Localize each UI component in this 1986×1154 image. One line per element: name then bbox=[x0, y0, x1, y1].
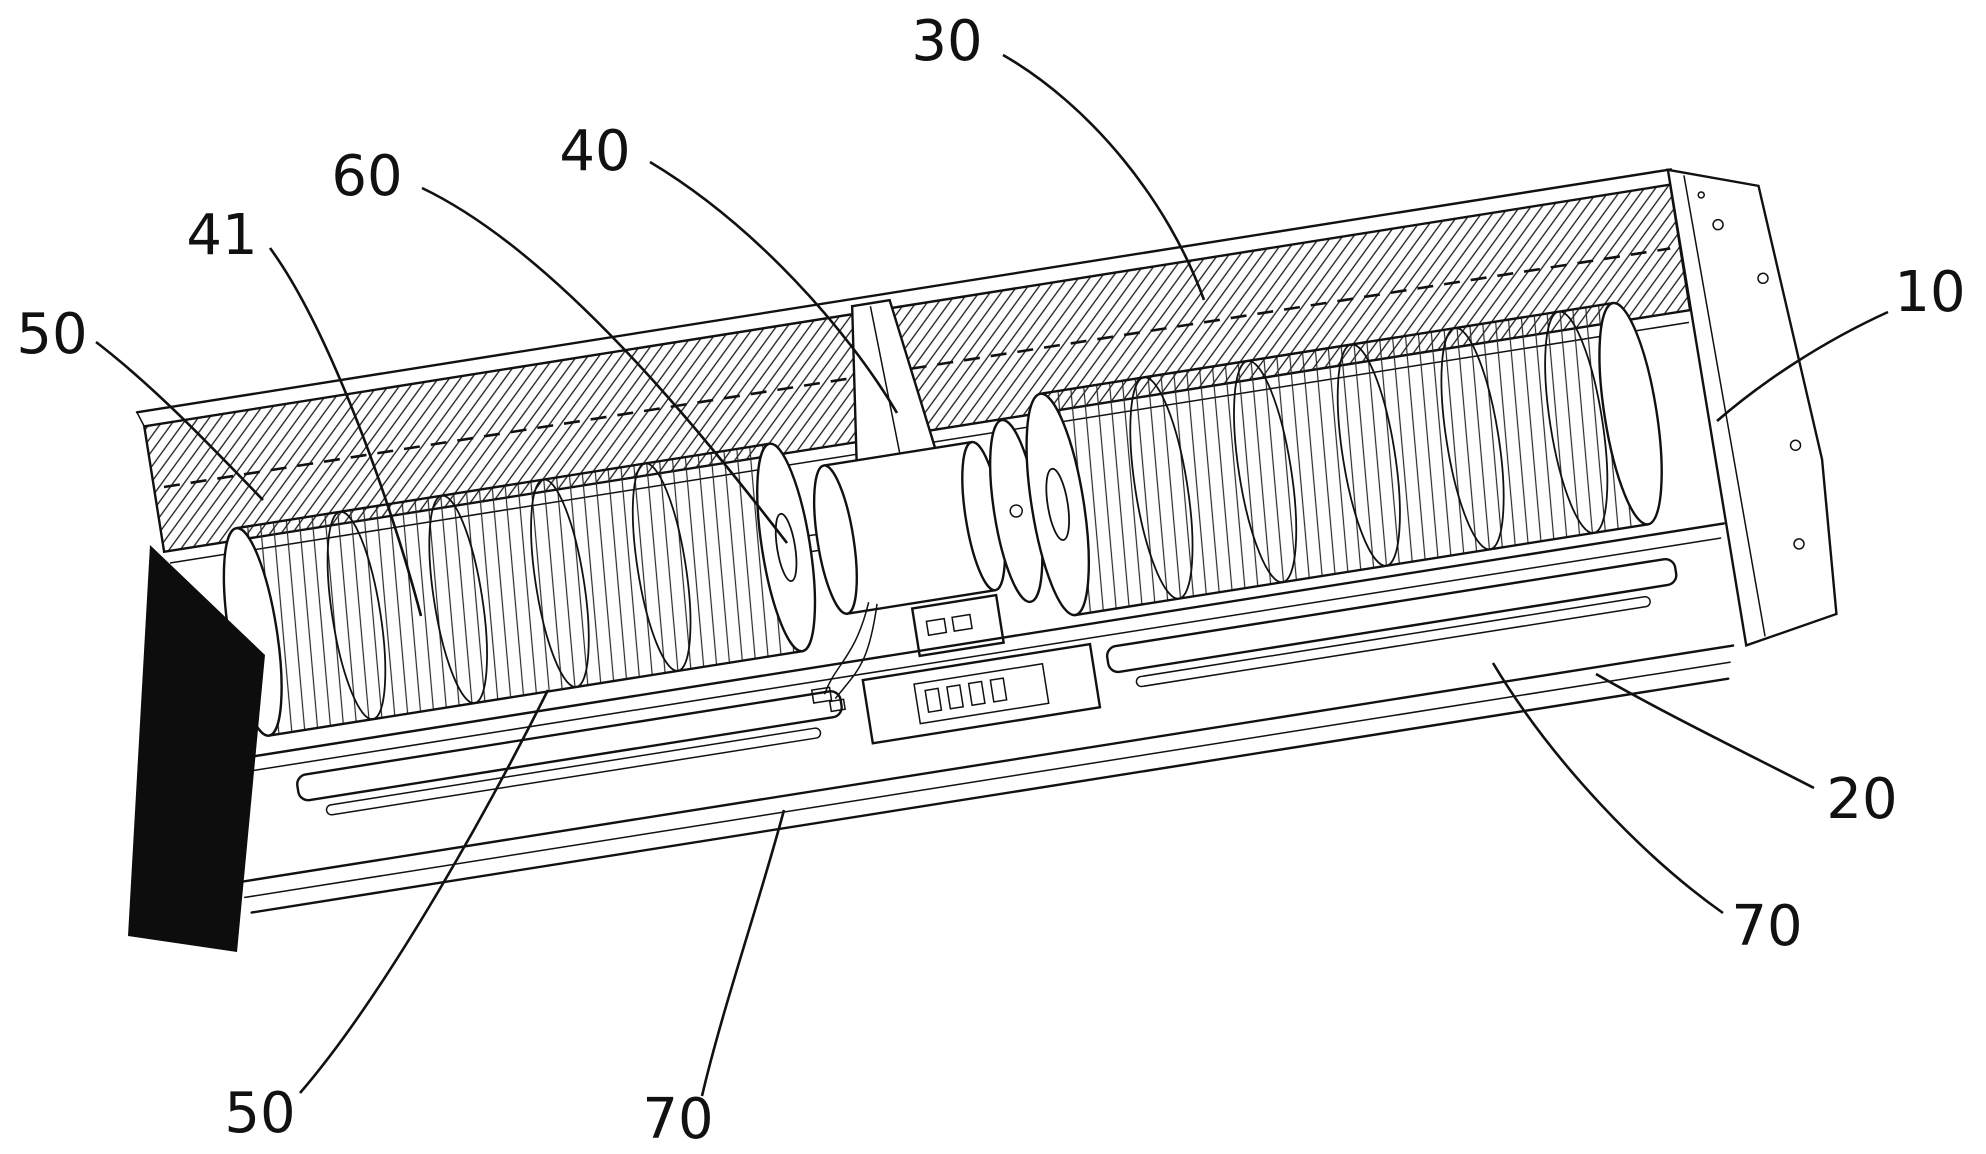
fan-rib bbox=[1336, 343, 1401, 567]
rivet bbox=[1697, 191, 1705, 199]
leader-lines bbox=[95, 53, 1889, 1097]
control-display bbox=[913, 662, 1050, 725]
fan-rib bbox=[631, 462, 692, 672]
leader-line-30 bbox=[1002, 53, 1206, 301]
leader-line-70-bottom bbox=[700, 809, 786, 1097]
motor-cable bbox=[834, 603, 878, 700]
label-70-bottom: 70 bbox=[642, 1087, 713, 1152]
leader-line-20 bbox=[1595, 672, 1815, 790]
left-fan-end-disc bbox=[756, 442, 817, 653]
label-41: 41 bbox=[186, 203, 257, 268]
left-fan-hub bbox=[774, 512, 798, 582]
right-end-cap bbox=[1666, 168, 1838, 648]
label-10: 10 bbox=[1894, 260, 1965, 325]
fan-rib bbox=[1129, 376, 1194, 600]
left-fan-wheel bbox=[222, 442, 817, 737]
motor-end-left bbox=[812, 464, 858, 615]
label-60: 60 bbox=[331, 144, 402, 209]
control-button bbox=[967, 680, 986, 707]
fan-rib bbox=[530, 478, 590, 688]
fan-rib bbox=[1233, 359, 1298, 584]
fan-rib bbox=[1440, 327, 1505, 551]
right-outlet-slot-thin bbox=[1135, 595, 1651, 688]
leader-line-70-right bbox=[1491, 662, 1724, 915]
control-button bbox=[924, 687, 943, 714]
right-fan-wheel bbox=[1025, 301, 1663, 617]
dashed-center-line bbox=[163, 247, 1671, 489]
screw-hole bbox=[1793, 538, 1805, 550]
label-40: 40 bbox=[559, 119, 630, 184]
right-fan-end-ring bbox=[1598, 301, 1663, 526]
label-50-bottom: 50 bbox=[224, 1081, 295, 1146]
fan-rib bbox=[1544, 310, 1609, 534]
cable-connector bbox=[828, 698, 846, 713]
control-button bbox=[989, 677, 1008, 703]
air-curtain-unit bbox=[135, 168, 1838, 914]
left-fan-blades bbox=[236, 443, 803, 736]
left-outlet-slot bbox=[296, 690, 843, 802]
cable-connector bbox=[810, 686, 833, 704]
leader-line-40 bbox=[649, 160, 899, 414]
screw-hole bbox=[1712, 218, 1724, 231]
leader-line-10 bbox=[1716, 310, 1889, 422]
label-30: 30 bbox=[911, 9, 982, 74]
label-70-right: 70 bbox=[1731, 894, 1802, 959]
left-outlet-slot-thin bbox=[325, 727, 822, 816]
label-20: 20 bbox=[1826, 767, 1897, 832]
leader-line-60 bbox=[421, 186, 789, 544]
motor-cable bbox=[823, 602, 870, 695]
leader-line-50-left bbox=[95, 340, 264, 501]
fan-rib bbox=[326, 510, 387, 721]
reference-numerals: 30 40 60 41 50 10 20 70 50 70 bbox=[16, 9, 1965, 1152]
fan-rib bbox=[428, 494, 488, 705]
screw-hole bbox=[1789, 439, 1802, 452]
control-button bbox=[946, 684, 965, 710]
control-box bbox=[861, 642, 1102, 745]
right-fan-end-disc bbox=[1025, 392, 1090, 617]
right-outlet-slot bbox=[1105, 557, 1678, 674]
bottom-outlet-panel bbox=[206, 522, 1735, 914]
motor-shaft-center bbox=[1009, 504, 1023, 518]
label-50-left: 50 bbox=[16, 302, 87, 367]
leader-line-41 bbox=[268, 247, 423, 617]
left-end-wedge bbox=[128, 545, 265, 952]
motor-assembly bbox=[812, 418, 1056, 615]
right-fan-hub bbox=[1045, 467, 1070, 541]
leader-line-50-bottom bbox=[299, 689, 550, 1094]
screw-hole bbox=[1757, 272, 1769, 285]
